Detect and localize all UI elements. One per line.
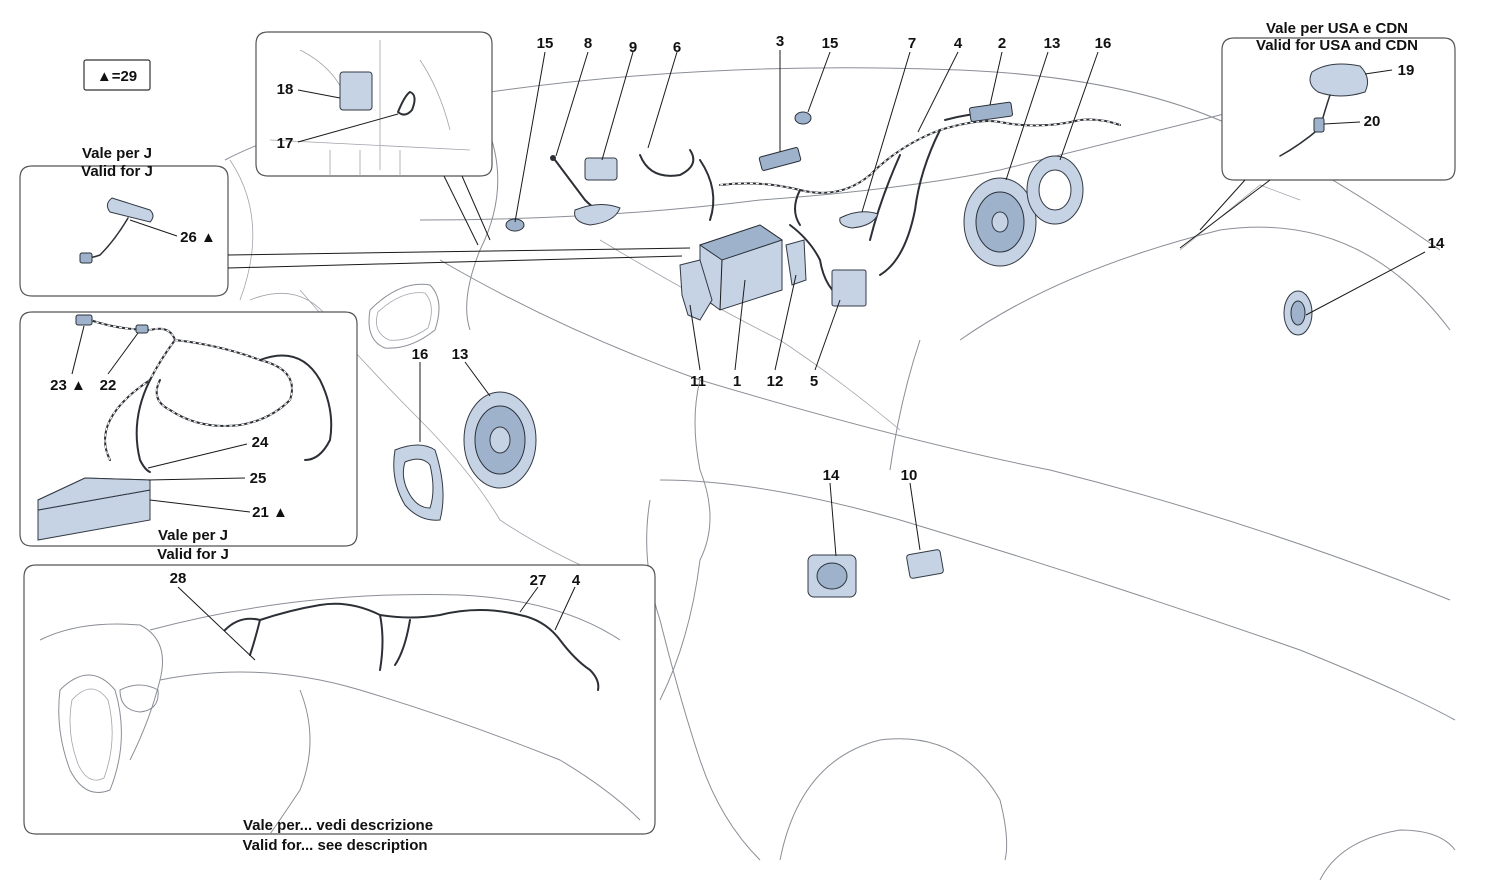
callout-23: 23 ▲ — [50, 377, 86, 394]
note-j1-en: Valid for J — [81, 163, 153, 180]
callout-17: 17 — [277, 135, 294, 152]
callout-8: 8 — [584, 35, 592, 52]
callout-3: 3 — [776, 33, 784, 50]
callout-10: 10 — [901, 467, 918, 484]
note-desc-en: Valid for... see description — [242, 837, 427, 854]
legend: ▲=29 — [83, 59, 151, 91]
note-desc-it: Vale per... vedi descrizione — [243, 817, 433, 834]
legend-text: ▲=29 — [97, 68, 137, 85]
callout-1: 1 — [733, 373, 741, 390]
clip-15b[interactable] — [794, 111, 812, 125]
callout-2: 2 — [998, 35, 1006, 52]
callout-16: 16 — [1095, 35, 1112, 52]
speaker-13-door[interactable] — [463, 391, 537, 489]
tweeter-14-right[interactable] — [1283, 290, 1313, 336]
callout-27: 27 — [530, 572, 547, 589]
callout-12: 12 — [767, 373, 784, 390]
callout-21: 21 ▲ — [252, 504, 288, 521]
antenna-26[interactable] — [106, 197, 154, 223]
connector-22[interactable] — [135, 324, 149, 334]
connector-3[interactable] — [758, 147, 802, 171]
callout-26: 26 ▲ — [180, 229, 216, 246]
inset-panel-17-18 — [255, 31, 493, 246]
callout-11: 11 — [690, 373, 706, 390]
module-10[interactable] — [906, 549, 944, 579]
leader-lines — [71, 50, 1426, 661]
callout-labels: 15 8 9 6 3 15 7 4 2 13 16 14 11 1 12 5 1… — [50, 33, 1445, 589]
callout-9: 9 — [629, 39, 637, 56]
callout-15b: 15 — [822, 35, 839, 52]
inset-panel-21-25 — [19, 311, 358, 547]
callout-16b: 16 — [412, 346, 429, 363]
callout-18: 18 — [277, 81, 294, 98]
note-j1-it: Vale per J — [82, 145, 152, 162]
callout-20: 20 — [1364, 113, 1381, 130]
inset-panel-bottom — [23, 564, 656, 835]
callout-6: 6 — [673, 39, 681, 56]
inset-panel-26 — [19, 165, 691, 297]
connector-20[interactable] — [1313, 117, 1325, 133]
antenna-pad-7[interactable] — [839, 211, 879, 229]
connector-2[interactable] — [968, 101, 1014, 122]
head-unit-1[interactable] — [698, 224, 784, 311]
callout-15: 15 — [537, 35, 554, 52]
callout-4b: 4 — [572, 572, 581, 589]
note-usa-it: Vale per USA e CDN — [1266, 20, 1408, 37]
module-9[interactable] — [584, 157, 618, 181]
callout-7: 7 — [908, 35, 916, 52]
clip-15a[interactable] — [505, 218, 525, 232]
bracket-12[interactable] — [785, 239, 807, 286]
speaker-frame-16-rear[interactable] — [1026, 155, 1084, 225]
car-body-outline — [224, 67, 1456, 881]
tweeter-14-door[interactable] — [807, 554, 857, 598]
cd-changer-21[interactable] — [37, 477, 151, 541]
callout-14: 14 — [1428, 235, 1445, 252]
note-j2-en: Valid for J — [157, 546, 229, 563]
callout-5: 5 — [810, 373, 818, 390]
callout-4: 4 — [954, 35, 963, 52]
callout-14b: 14 — [823, 467, 840, 484]
callout-13: 13 — [1044, 35, 1061, 52]
connector-26[interactable] — [79, 252, 93, 264]
speaker-frame-16-door[interactable] — [393, 444, 444, 521]
callout-13b: 13 — [452, 346, 469, 363]
speaker-13-rear[interactable] — [963, 177, 1037, 267]
note-usa-en: Valid for USA and CDN — [1256, 37, 1418, 54]
callout-25: 25 — [250, 470, 267, 487]
callout-24: 24 — [252, 434, 269, 451]
callout-22: 22 — [100, 377, 117, 394]
inset-panel-usa — [1179, 37, 1456, 249]
callout-28: 28 — [170, 570, 187, 587]
connector-block-5[interactable] — [831, 269, 867, 307]
connector-23[interactable] — [75, 314, 93, 326]
module-18[interactable] — [339, 71, 373, 111]
notes: Vale per USA e CDN Valid for USA and CDN… — [81, 20, 1418, 854]
antenna-pad-left[interactable] — [574, 204, 621, 226]
note-j2-it: Vale per J — [158, 527, 228, 544]
callout-19: 19 — [1398, 62, 1415, 79]
bracket-11[interactable] — [679, 259, 713, 321]
antenna-19[interactable] — [1309, 63, 1369, 97]
